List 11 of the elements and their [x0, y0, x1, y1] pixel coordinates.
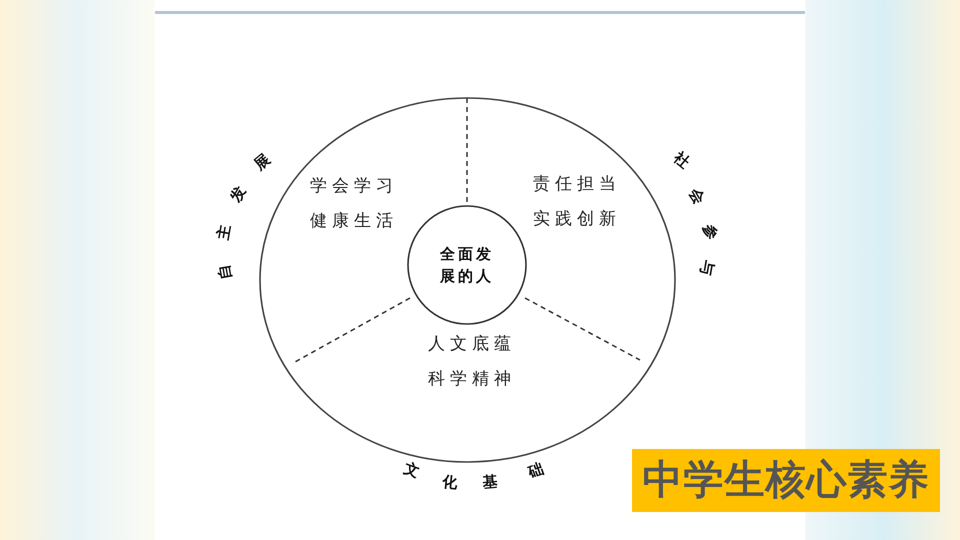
- sector-label: 科学精神: [428, 369, 516, 389]
- sector-label: 实践创新: [533, 209, 621, 229]
- center-circle: 全面发展的人: [407, 205, 527, 325]
- sector-label: 人文底蕴: [428, 334, 516, 354]
- sector-label: 责任担当: [533, 174, 621, 194]
- curved-label: 文化基础: [404, 462, 544, 490]
- curved-label: 自主发展: [216, 154, 270, 280]
- curved-label: 社会参与: [674, 152, 718, 276]
- title-banner: 中学生核心素养: [632, 449, 940, 512]
- sector-label: 学会学习: [310, 176, 398, 196]
- sector-label: 健康生活: [310, 211, 398, 231]
